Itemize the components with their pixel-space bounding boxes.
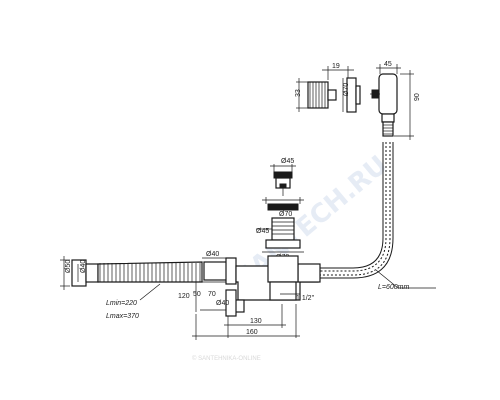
watermark-footer: © SANTEHNIKA-ONLINE (192, 355, 261, 362)
dim-siphon-160: 160 (246, 329, 258, 336)
corrugated-lmax: Lmax=370 (106, 313, 139, 320)
corrugated-pipe: Ø50 Ø40 Lmin=220 Lmax=370 (60, 256, 203, 320)
dim-siphon-130: 130 (250, 318, 262, 325)
siphon-trap: Ø40 1 1/2" 120 50 70 Ø40 130 160 (178, 251, 321, 340)
hose-length: L=600mm (378, 284, 409, 291)
dim-drain-grate: Ø70 (279, 211, 292, 218)
dim-drain-hole: Ø45 (256, 228, 269, 235)
overflow-body (378, 73, 398, 115)
dim-siphon-outlet: Ø40 (216, 300, 229, 307)
dim-corrugated-outer: Ø50 (65, 260, 72, 273)
dim-overflow-depth: 19 (332, 63, 340, 70)
overflow-fitting: 19 45 33 Ø70 90 (295, 61, 421, 140)
dim-siphon-inlet: Ø40 (206, 251, 219, 258)
dim-overflow-depth2: 45 (384, 61, 392, 68)
dim-overflow-height: 33 (295, 89, 302, 97)
dim-overflow-diameter: Ø70 (343, 83, 350, 96)
dim-stopper: Ø45 (281, 158, 294, 165)
dim-siphon-120: 120 (178, 293, 190, 300)
corrugated-lmin: Lmin=220 (106, 300, 137, 307)
dim-overflow-drop: 90 (414, 93, 421, 101)
drain-grate (267, 203, 299, 211)
overflow-hose: L=600mm (318, 142, 436, 291)
drain-stopper: Ø45 (270, 158, 296, 196)
dim-siphon-70: 70 (208, 291, 216, 298)
siphon-thread: 1 1/2" (296, 295, 315, 302)
dim-siphon-50: 50 (193, 291, 201, 298)
dim-corrugated-inner: Ø40 (80, 260, 87, 273)
